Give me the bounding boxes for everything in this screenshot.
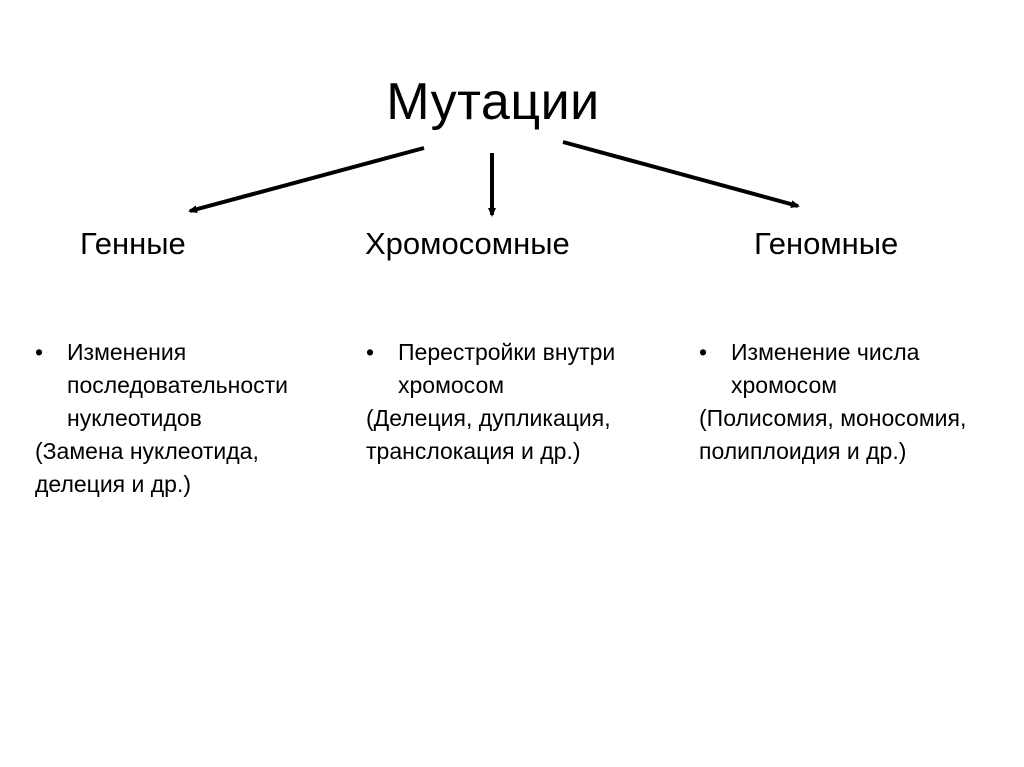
- arrow-right: [562, 140, 800, 209]
- column-gene: • Изменения последовательности нуклеотид…: [35, 336, 335, 501]
- diagram-title: Мутации: [386, 73, 600, 131]
- bullet-item: • Перестройки внутри хромосом: [366, 336, 666, 402]
- description-text: Изменения последовательности нуклеотидов: [67, 339, 288, 431]
- description-text: Перестройки внутри хромосом: [398, 339, 616, 398]
- category-gene: Генные: [80, 226, 186, 261]
- bullet-icon: •: [699, 339, 708, 365]
- category-chromosomal: Хромосомные: [365, 226, 570, 261]
- arrow-left: [188, 146, 425, 214]
- bullet-icon: •: [35, 339, 44, 365]
- description-text: Изменение числа хромосом: [731, 339, 920, 398]
- examples-text: (Замена нуклеотида, делеция и др.): [35, 438, 259, 497]
- examples-text: (Делеция, дупликация, транслокация и др.…: [366, 405, 611, 464]
- bullet-item: • Изменения последовательности нуклеотид…: [35, 336, 335, 435]
- column-chromosomal: • Перестройки внутри хромосом (Делеция, …: [366, 336, 666, 468]
- examples-text: (Полисомия, моносомия, полиплоидия и др.…: [699, 405, 967, 464]
- bullet-item: • Изменение числа хромосом: [699, 336, 1009, 402]
- bullet-icon: •: [366, 339, 375, 365]
- category-genomic: Геномные: [754, 226, 899, 261]
- column-genomic: • Изменение числа хромосом (Полисомия, м…: [699, 336, 1009, 468]
